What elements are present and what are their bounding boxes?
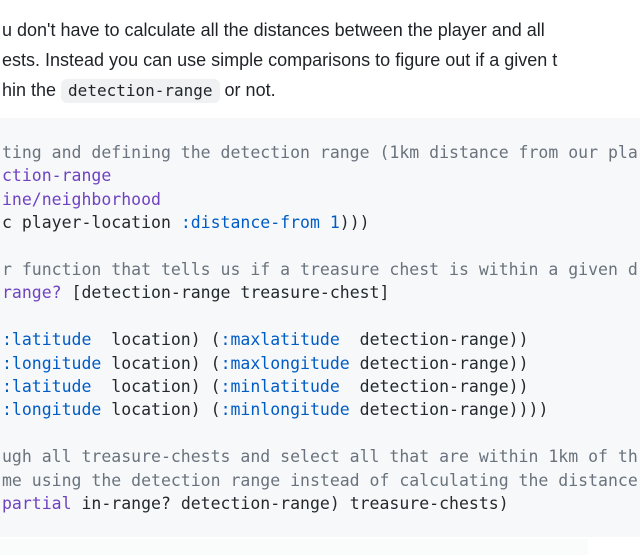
code-token-c: me using the detection range instead of … (2, 470, 638, 490)
code-line (2, 422, 640, 445)
prose-line-1: u don't have to calculate all the distan… (2, 20, 545, 40)
code-line: :longitude location) (:minlongitude dete… (2, 398, 640, 421)
code-token-b: 1 (329, 213, 340, 233)
code-token-b: :maxlatitude (220, 330, 340, 350)
code-line: ine/neighborhood (2, 188, 640, 211)
code-line: :latitude location) (:minlatitude detect… (2, 375, 640, 398)
code-token-k: detection-range)) (339, 330, 529, 350)
code-token-k: location) ( (101, 353, 221, 373)
code-line: me using the detection range instead of … (2, 469, 640, 492)
code-token-k: detection-range)) (339, 377, 529, 397)
prose-paragraph: u don't have to calculate all the distan… (2, 15, 640, 105)
code-token-b: :minlongitude (220, 400, 350, 420)
code-line: range? [detection-range treasure-chest] (2, 281, 640, 304)
code-line: c player-location :distance-from 1))) (2, 211, 640, 234)
code-line: :longitude location) (:maxlongitude dete… (2, 352, 640, 375)
code-token-k: location) ( (91, 330, 221, 350)
code-token-c: ting and defining the detection range (1… (2, 143, 638, 162)
code-token-k: in-range? detection-range) treasure-ches… (71, 494, 509, 514)
prose-line-3-after: or not. (224, 80, 276, 100)
next-block-top-edge (0, 539, 588, 555)
code-line: ugh all treasure-chests and select all t… (2, 445, 640, 468)
code-token-k: location) ( (101, 400, 221, 420)
code-token-b: :longitude (2, 400, 102, 420)
code-line (2, 305, 640, 328)
code-token-b: :minlatitude (220, 377, 340, 397)
code-token-k: [detection-range treasure-chest] (61, 283, 390, 303)
code-token-k: location) ( (91, 377, 221, 397)
code-line: ction-range (2, 164, 640, 187)
code-line: :latitude location) (:maxlatitude detect… (2, 328, 640, 351)
code-token-p: range? (2, 283, 62, 303)
code-line: r function that tells us if a treasure c… (2, 258, 640, 281)
code-token-k: detection-range)))) (349, 400, 549, 420)
prose-line-2: ests. Instead you can use simple compari… (2, 50, 558, 70)
code-token-b: :latitude (2, 377, 92, 397)
code-token-p: partial (2, 494, 72, 514)
inline-code-detection-range: detection-range (61, 79, 220, 103)
code-line: ting and defining the detection range (1… (2, 141, 640, 164)
code-token-k (320, 213, 330, 232)
code-line (2, 235, 640, 258)
code-token-c: ugh all treasure-chests and select all t… (2, 447, 638, 467)
code-lines: ting and defining the detection range (1… (0, 118, 640, 515)
code-token-k: detection-range)) (349, 353, 529, 373)
code-token-b: :distance-from (180, 213, 320, 233)
code-block: ting and defining the detection range (1… (0, 118, 640, 537)
code-token-b: :longitude (2, 353, 102, 373)
code-token-c: r function that tells us if a treasure c… (2, 260, 638, 280)
code-token-p: ction-range (2, 166, 112, 186)
prose-line-3-before: hin the (2, 80, 57, 100)
code-token-b: :maxlongitude (220, 353, 350, 373)
code-token-k: ))) (339, 213, 370, 233)
code-token-b: :latitude (2, 330, 92, 350)
code-token-p: ine/neighborhood (2, 189, 161, 209)
code-token-k: c player-location (2, 213, 181, 233)
code-line: partial in-range? detection-range) treas… (2, 492, 640, 515)
